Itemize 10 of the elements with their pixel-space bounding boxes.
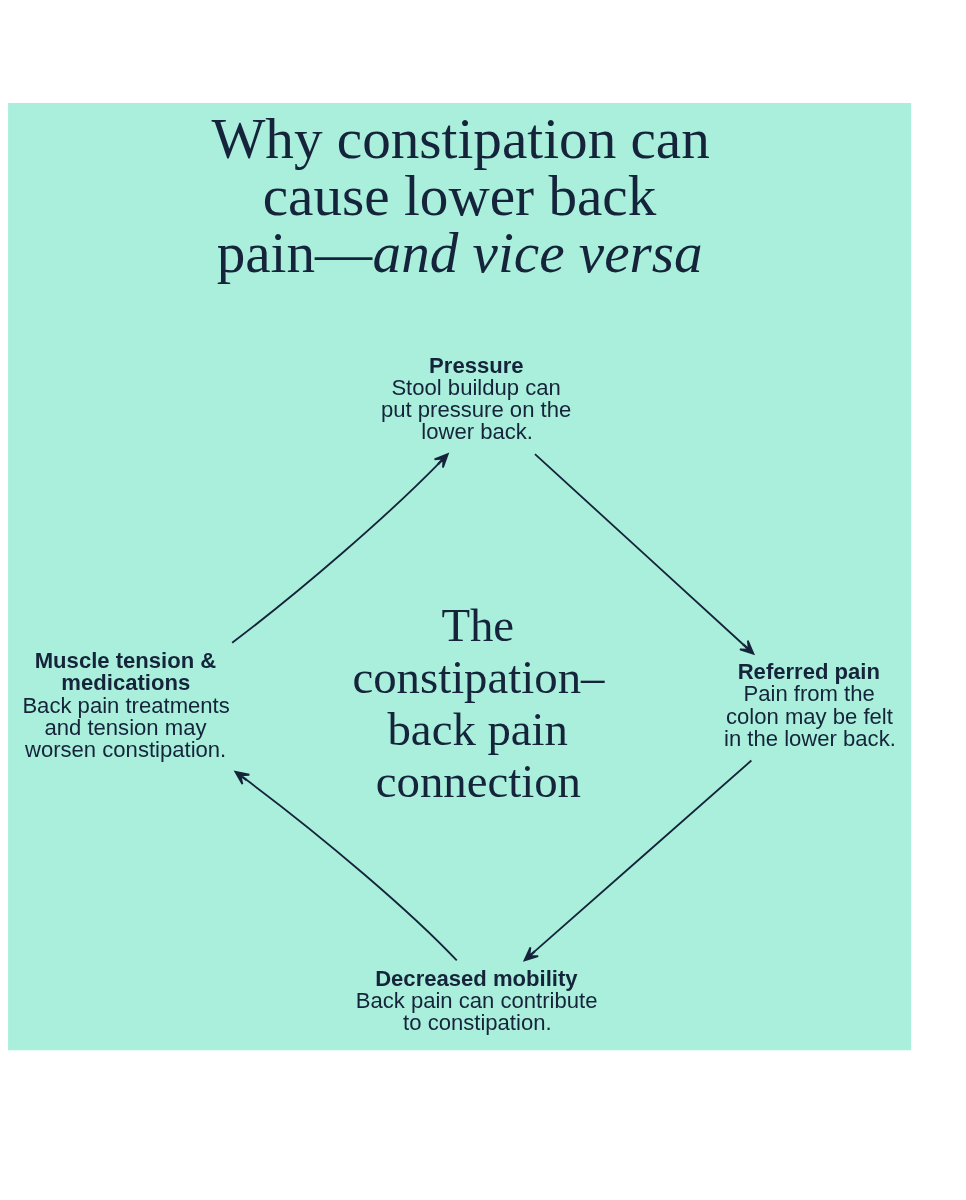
label: The constipation–back pain connection	[352, 598, 605, 807]
node-text: Muscle tension & medications Back pain treatments and tension may worsen constipation.	[22, 648, 230, 762]
arrow	[234, 770, 458, 962]
arrow	[534, 453, 755, 655]
node-text: Decreased mobility Back pain can contribute to constipation.	[355, 966, 598, 1036]
node-text: Referred pain Pain from the colon may be felt in the lower back.	[724, 659, 896, 751]
arrow	[523, 759, 753, 962]
diagram-title: Why constipation can cause lower back pain—and vice versa	[211, 106, 710, 285]
node-text: Pressure Stool buildup can put pressure on the lower back.	[381, 352, 572, 445]
arrow	[231, 453, 449, 644]
